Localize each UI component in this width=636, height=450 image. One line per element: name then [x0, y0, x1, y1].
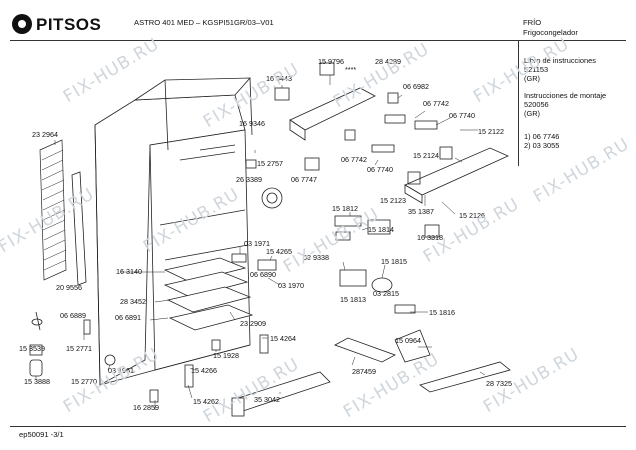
- part-label: 06 7740: [367, 165, 393, 174]
- part-label: 15 1812: [332, 204, 358, 213]
- part-label: 23 2909: [240, 319, 266, 328]
- part-label: 15 4266: [191, 366, 217, 375]
- part-label: 16 3140: [116, 267, 142, 276]
- part-label: 20 9556: [56, 283, 82, 292]
- part-label: 06 6891: [115, 313, 141, 322]
- shelves: [163, 257, 254, 331]
- part-label: 16 9346: [239, 119, 265, 128]
- assembly-lang: (GR): [524, 109, 541, 118]
- manual-lang: (GR): [524, 74, 541, 83]
- part-label: 15 2126: [459, 211, 485, 220]
- control-housing: [261, 87, 509, 209]
- part-label: 06 6982: [403, 82, 429, 91]
- brand-logo-text: PITSOS: [36, 15, 102, 34]
- part-label: 03 1961: [108, 366, 134, 375]
- part-label: 15 4262: [193, 397, 219, 406]
- footer-code: ep50091 -3/1: [19, 430, 64, 439]
- assembly-number: 520056: [524, 100, 549, 109]
- part-label: 15 2122: [478, 127, 504, 136]
- part-label: 15 4264: [270, 334, 296, 343]
- part-label: 15 3539: [19, 344, 45, 353]
- side-tube: [71, 171, 87, 286]
- model-title: ASTRO 401 MED – KGSPI51GR/03–V01: [134, 18, 274, 27]
- part-label: 15 1815: [381, 257, 407, 266]
- part-label: 15 9796: [318, 57, 344, 66]
- footer-divider: [10, 426, 626, 427]
- part-label: 06 7740: [449, 111, 475, 120]
- part-label: 15 0964: [395, 336, 421, 345]
- manual-title: Libro de instrucciones: [524, 56, 596, 65]
- part-label: 35 3042: [254, 395, 280, 404]
- part-label: 28 7325: [486, 379, 512, 388]
- part-label: 06 7747: [291, 175, 317, 184]
- part-label: 06 7742: [341, 155, 367, 164]
- assembly-title: Instrucciones de montaje: [524, 91, 607, 100]
- condenser-coil: [39, 139, 67, 281]
- part-label: 03 2815: [373, 289, 399, 298]
- part-label: 35 1387: [408, 207, 434, 216]
- note-1: 1) 06 7746: [524, 132, 560, 141]
- part-label: 15 1928: [213, 351, 239, 360]
- part-label: 15 3888: [24, 377, 50, 386]
- part-label: 06 6889: [60, 311, 86, 320]
- category-label: FRÍO: [523, 18, 542, 27]
- part-label: 28 3452: [120, 297, 146, 306]
- pitsos-logo-icon: [12, 14, 32, 34]
- part-label: ****: [345, 65, 357, 74]
- part-label: 03 1971: [244, 239, 270, 248]
- part-label: 06 7742: [423, 99, 449, 108]
- manual-number: 521153: [524, 65, 549, 74]
- part-label: 15 2757: [257, 159, 283, 168]
- part-label: 26 3389: [236, 175, 262, 184]
- part-label: 15 1813: [340, 295, 366, 304]
- part-label: 28 4289: [375, 57, 401, 66]
- leader-lines: [35, 75, 486, 410]
- part-label: 06 6890: [250, 270, 276, 279]
- part-label: 15 1814: [368, 225, 394, 234]
- part-label: 03 1970: [278, 281, 304, 290]
- side-panel-divider: [518, 41, 519, 166]
- part-label: 15 2124: [413, 151, 439, 160]
- part-label: 16 2859: [133, 403, 159, 412]
- note-2: 2) 03 3055: [524, 141, 560, 150]
- part-label: 15 2123: [380, 196, 406, 205]
- subcategory-label: Frigocongelador: [523, 28, 578, 37]
- header-divider: [10, 40, 626, 41]
- part-label: 15 1816: [429, 308, 455, 317]
- small-parts: [29, 62, 511, 417]
- part-label: 23 2964: [32, 130, 58, 139]
- part-label: 15 2770: [71, 377, 97, 386]
- part-label: 15 4265: [266, 247, 292, 256]
- part-label: 03 9338: [303, 253, 329, 262]
- part-label: 287459: [352, 367, 376, 376]
- part-label: 15 2771: [66, 344, 92, 353]
- part-label: 16 3318: [417, 233, 443, 242]
- part-label: 16 9443: [266, 74, 292, 83]
